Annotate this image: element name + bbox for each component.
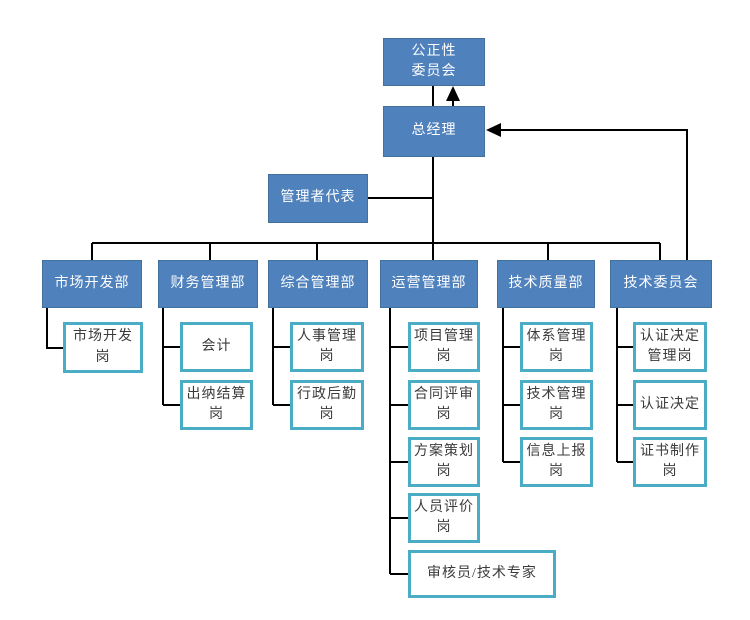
node-label: 合同评审 岗	[414, 386, 474, 422]
node-label: 技术管理 岗	[526, 386, 587, 422]
node-label: 人员评价 岗	[414, 499, 474, 535]
dept-general-management: 综合管理部	[268, 260, 368, 308]
node-label: 认证决定	[640, 396, 700, 412]
node-label: 认证决定 管理岗	[640, 328, 700, 364]
node-label: 人事管理 岗	[297, 328, 357, 364]
role-cashier-settlement: 出纳结算 岗	[180, 380, 253, 430]
role-plan-design: 方案策划 岗	[408, 437, 480, 487]
role-admin-logistics: 行政后勤 岗	[290, 380, 364, 430]
role-project-management: 项目管理 岗	[408, 322, 480, 372]
role-system-management: 体系管理 岗	[520, 322, 593, 372]
node-label: 市场开发部	[54, 275, 130, 291]
dept-operations-management: 运营管理部	[380, 260, 478, 308]
dept-market-development: 市场开发部	[42, 260, 142, 308]
node-label: 方案策划 岗	[414, 443, 474, 479]
role-market-development: 市场开发 岗	[63, 322, 143, 373]
arrowhead-up-to-committee	[446, 86, 460, 101]
role-contract-review: 合同评审 岗	[408, 380, 480, 430]
role-hr-management: 人事管理 岗	[290, 322, 364, 372]
node-label: 证书制作 岗	[640, 443, 700, 479]
dept-technical-quality: 技术质量部	[497, 260, 595, 308]
node-label: 市场开发 岗	[73, 329, 133, 365]
line-techcommittee-to-gm	[500, 129, 688, 260]
branch-dept6	[616, 308, 633, 463]
node-label: 审核员/技术专家	[427, 565, 537, 581]
node-label: 体系管理 岗	[526, 328, 587, 364]
node-label: 管理者代表	[280, 190, 356, 206]
node-label: 技术质量部	[508, 275, 584, 291]
node-label: 出纳结算 岗	[186, 386, 247, 422]
role-certificate-production: 证书制作 岗	[633, 437, 707, 487]
role-personnel-evaluation: 人员评价 岗	[408, 493, 480, 543]
role-information-reporting: 信息上报 岗	[520, 437, 593, 487]
node-management-representative: 管理者代表	[268, 174, 368, 223]
node-label: 运营管理部	[391, 275, 467, 291]
branch-dept2	[162, 308, 180, 406]
node-general-manager: 总经理	[383, 106, 485, 157]
node-impartiality-committee: 公正性 委员会	[383, 38, 485, 86]
role-technical-management: 技术管理 岗	[520, 380, 593, 430]
node-label: 总经理	[411, 123, 457, 139]
node-label: 公正性 委员会	[411, 43, 457, 79]
branch-dept3	[272, 308, 290, 406]
role-certification-decision: 认证决定	[633, 380, 707, 430]
node-label: 项目管理 岗	[414, 328, 474, 364]
dept-finance-management: 财务管理部	[158, 260, 258, 308]
node-label: 财务管理部	[170, 275, 246, 291]
arrowhead-left-to-gm	[486, 123, 501, 137]
role-auditor-technical-expert: 审核员/技术专家	[408, 550, 556, 598]
node-label: 信息上报 岗	[526, 443, 587, 479]
role-accountant: 会计	[180, 322, 253, 372]
branch-dept5	[502, 308, 520, 463]
role-certification-decision-management: 认证决定 管理岗	[633, 322, 707, 372]
branch-dept4	[389, 308, 408, 575]
node-label: 行政后勤 岗	[297, 386, 357, 422]
node-label: 综合管理部	[280, 275, 356, 291]
branch-dept1	[46, 308, 63, 349]
node-label: 技术委员会	[623, 275, 699, 291]
dept-technical-committee: 技术委员会	[610, 260, 712, 308]
node-label: 会计	[201, 338, 232, 354]
